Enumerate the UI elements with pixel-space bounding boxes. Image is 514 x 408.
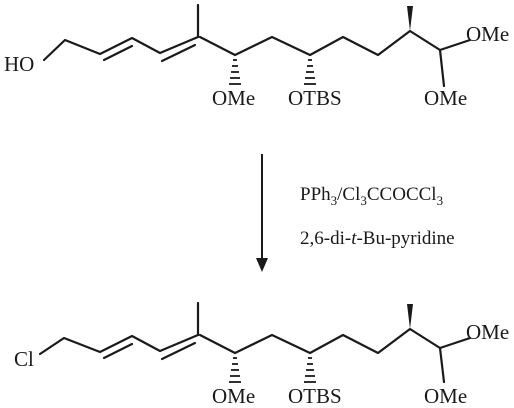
product-otbs-substituent-label: OTBS (288, 384, 342, 408)
product-double-bonds (102, 341, 197, 361)
product-skeleton-bonds (38, 327, 472, 384)
product-chloro-label: Cl (14, 347, 34, 371)
product-methyl-wedge (407, 304, 413, 329)
reaction-arrow (256, 154, 268, 272)
reagent-sub-3: 3 (437, 193, 444, 208)
reagent-sub-2: 3 (360, 193, 367, 208)
base-prefix: 2,6-di- (300, 228, 351, 249)
reactant-otbs-substituent-label: OTBS (288, 86, 342, 110)
reactant-ome-hash-bond (229, 59, 241, 85)
reagent-ccocl: CCOCCl (367, 184, 437, 205)
reaction-conditions: PPh3/Cl3CCOCCl3 2,6-di-t-Bu-pyridine (300, 184, 455, 249)
reactant-structure: HO OMe OTBS OMe OMe (4, 3, 509, 110)
base-suffix: -Bu-pyridine (356, 228, 454, 249)
reactant-acetal-ome-bottom-label: OMe (424, 86, 467, 110)
product-ome-substituent-label: OMe (212, 384, 255, 408)
product-acetal-ome-top-label: OMe (466, 320, 509, 344)
reagent-pph: PPh (300, 184, 331, 205)
reagent-slash-cl: /Cl (337, 184, 360, 205)
product-acetal-ome-bottom-label: OMe (424, 384, 467, 408)
conditions-line-base: 2,6-di-t-Bu-pyridine (300, 228, 455, 249)
reagent-sub-1: 3 (331, 193, 338, 208)
base-italic-t: t (351, 228, 357, 249)
reactant-ome-substituent-label: OMe (212, 86, 255, 110)
reactant-skeleton-bonds (42, 29, 472, 88)
reactant-double-bonds (102, 43, 197, 63)
reactant-hydroxyl-label: HO (4, 52, 34, 76)
reactant-otbs-hash-bond (304, 59, 316, 85)
product-structure: Cl OMe OTBS OMe OMe (14, 301, 509, 408)
product-otbs-hash-bond (304, 357, 316, 383)
conditions-line-reagents: PPh3/Cl3CCOCCl3 (300, 184, 443, 208)
reactant-methyl-wedge (407, 6, 413, 31)
reactant-acetal-ome-top-label: OMe (466, 22, 509, 46)
product-ome-hash-bond (229, 357, 241, 383)
